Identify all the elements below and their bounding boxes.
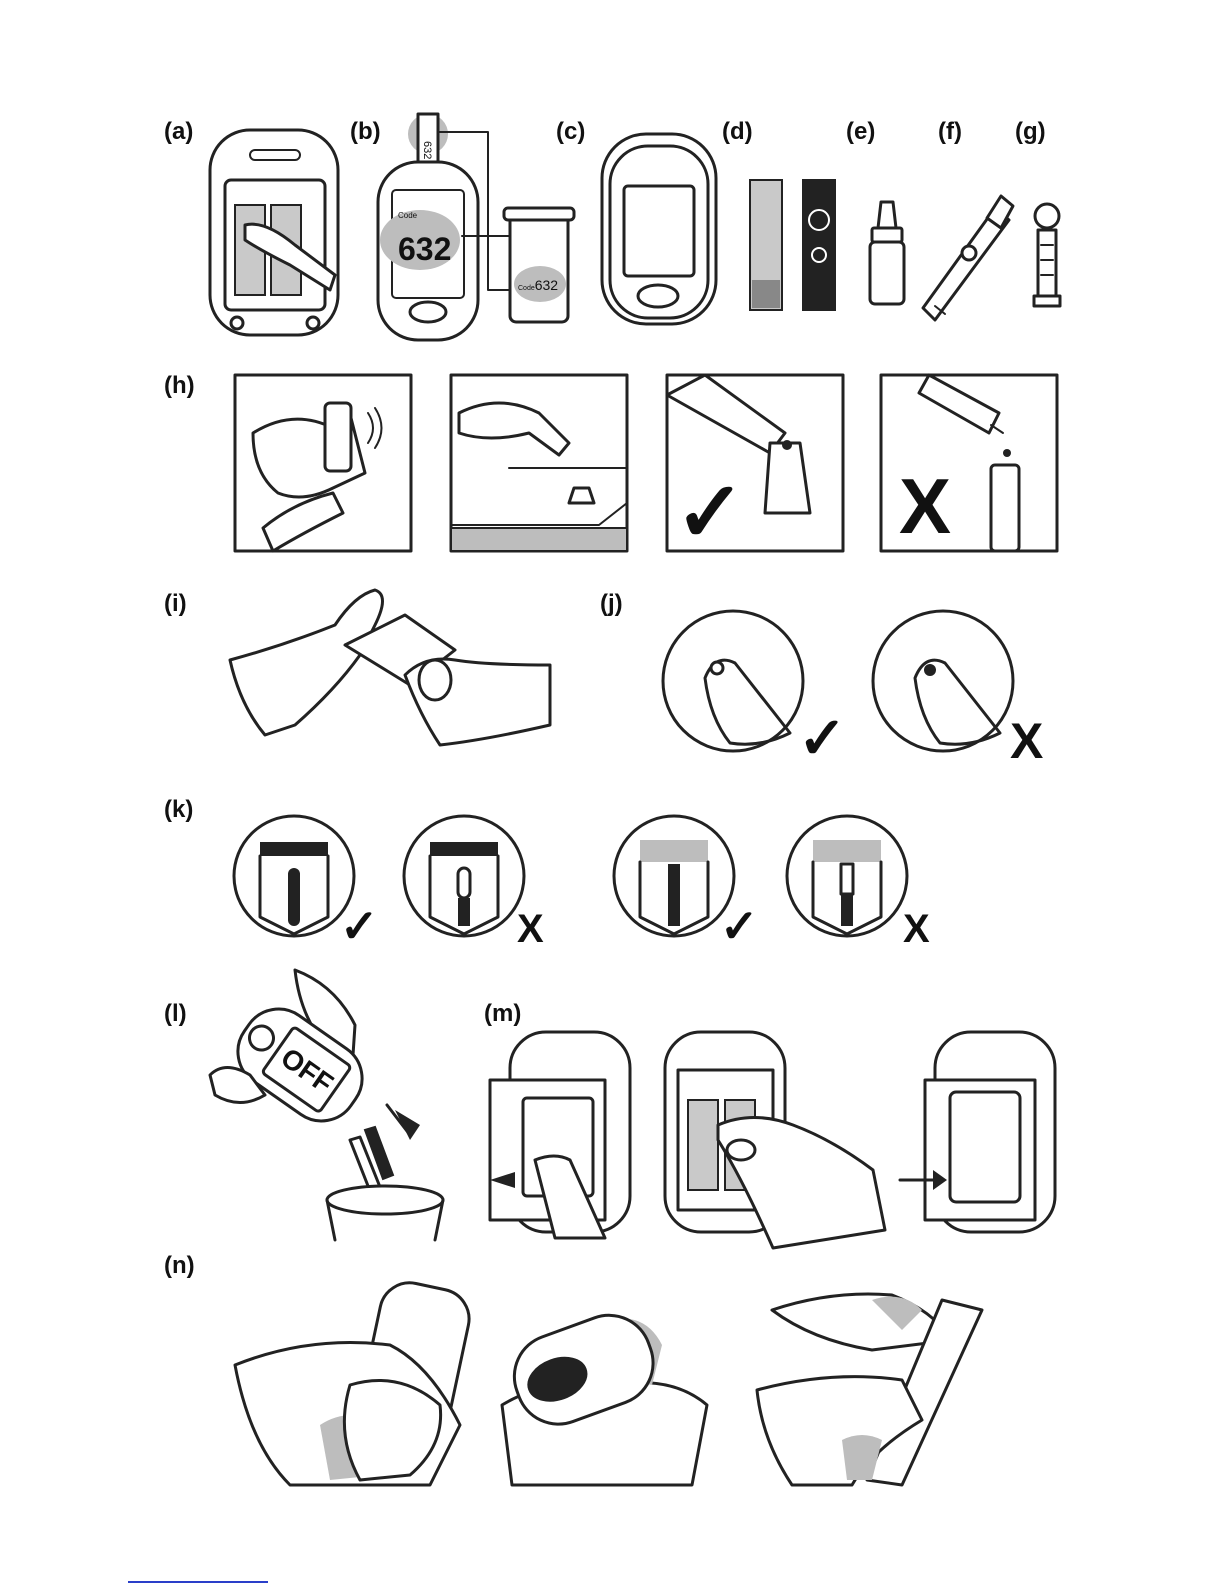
- check-mark: ✓: [340, 900, 379, 952]
- label-n: (n): [164, 1252, 195, 1280]
- battery-cover-remove-illustration: [485, 1030, 635, 1240]
- cross-mark: X: [517, 907, 544, 951]
- check-mark: ✓: [798, 706, 847, 771]
- lancing-finger-illustration: [225, 585, 555, 750]
- strip-fill-good-1: ✓: [232, 812, 392, 947]
- clean-lancing-device-illustration: [752, 1280, 997, 1485]
- test-strips-illustration: [745, 175, 845, 315]
- strip-fill-bad-2: X: [785, 812, 945, 947]
- cross-mark: X: [899, 462, 951, 550]
- strip-fill-bad-1: X: [402, 812, 557, 947]
- label-f: (f): [938, 118, 962, 146]
- label-g: (g): [1015, 118, 1046, 146]
- lancing-device-illustration: [915, 188, 1015, 328]
- control-solution-bottle-illustration: [864, 198, 910, 308]
- check-mark: ✓: [720, 900, 759, 952]
- cross-mark: X: [903, 907, 930, 951]
- clean-meter-back-illustration: [492, 1285, 712, 1485]
- meter-code-check-illustration: 632 Code 632 Code632: [370, 112, 580, 344]
- blood-drop-bad-illustration: X: [870, 608, 1055, 763]
- label-d: (d): [722, 118, 753, 146]
- cross-mark: X: [1010, 713, 1043, 769]
- control-wrong-apply-panel: X: [879, 373, 1059, 553]
- strip-fill-good-2: ✓: [612, 812, 772, 947]
- label-h: (h): [164, 372, 195, 400]
- eject-strip-illustration: OFF: [205, 965, 455, 1243]
- label-e: (e): [846, 118, 875, 146]
- control-correct-apply-panel: ✓: [665, 373, 845, 553]
- footer-link-underline: [128, 1581, 268, 1583]
- label-m: (m): [484, 1000, 521, 1028]
- strip-code-text: 632: [421, 141, 433, 159]
- control-shake-panel: [233, 373, 413, 553]
- meter-display-value: 632: [398, 231, 451, 267]
- lancet-illustration: [1028, 200, 1066, 310]
- check-mark: ✓: [675, 465, 745, 559]
- meter-front-illustration: [598, 128, 720, 328]
- screen-code-label: Code: [398, 211, 418, 220]
- label-k: (k): [164, 796, 193, 824]
- meter-back-battery-illustration: [205, 125, 345, 340]
- label-l: (l): [164, 1000, 187, 1028]
- clean-meter-screen-illustration: [230, 1275, 480, 1485]
- battery-cover-close-illustration: [895, 1030, 1065, 1240]
- label-j: (j): [600, 590, 623, 618]
- battery-remove-illustration: [663, 1030, 893, 1252]
- label-i: (i): [164, 590, 187, 618]
- control-drop-table-panel: [449, 373, 629, 553]
- blood-drop-good-illustration: ✓: [660, 608, 855, 763]
- label-a: (a): [164, 118, 193, 146]
